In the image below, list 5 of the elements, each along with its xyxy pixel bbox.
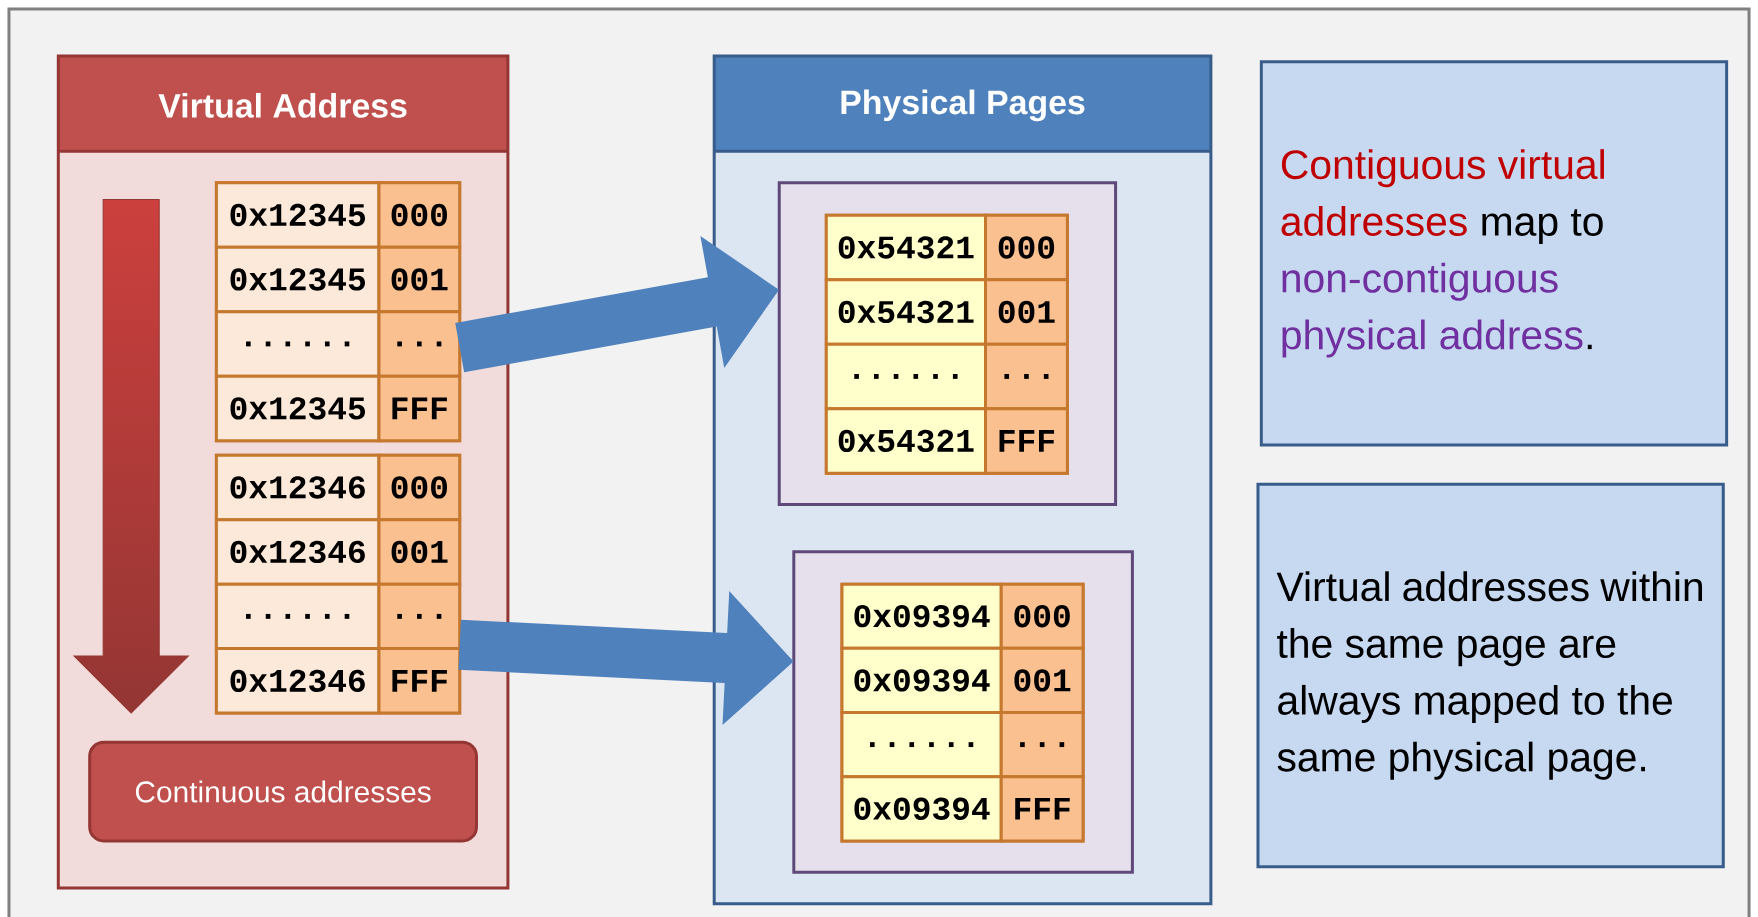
panel-title: Physical Pages [841,89,1085,122]
label-box: Continuous addresses [88,740,478,843]
note-box: Virtual addresses within the same page are always mapped to the same physical page. [1256,482,1725,869]
panel-title: Virtual Address [158,92,407,118]
note-box: Contiguous virtual addresses map to non-contiguous physical address. [1259,60,1729,447]
